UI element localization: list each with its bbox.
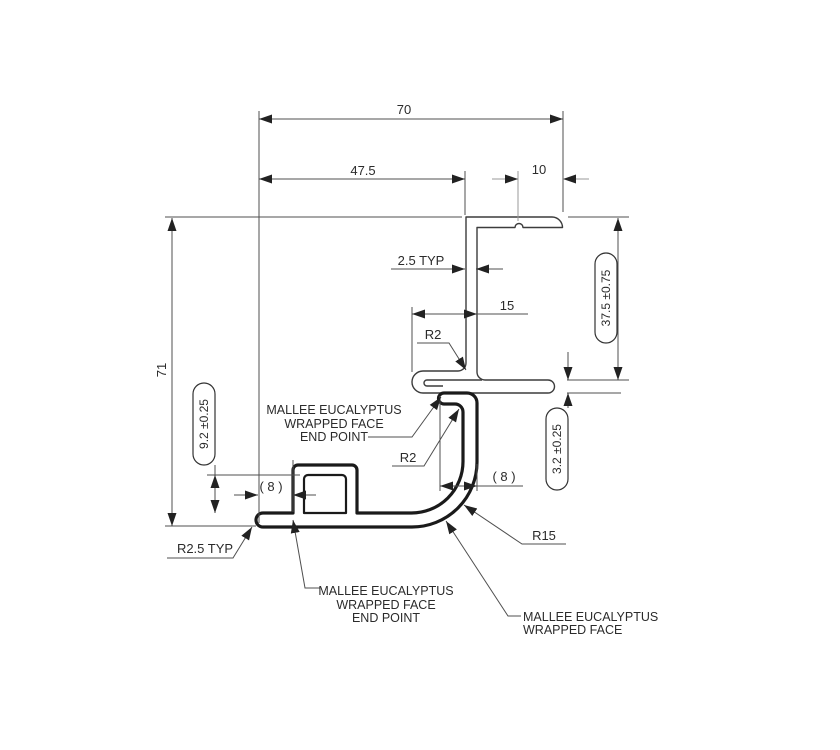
dim-lip-depth-value: 15 [500,298,514,313]
dim-lip-depth: 15 [412,298,528,319]
dim-lip-thickness-capsule [545,407,569,491]
dim-wrap-past-left: ( 8 ) [234,479,316,500]
label-wrapped-face-line2: WRAPPED FACE [523,623,622,637]
profile-top-piece [411,216,564,394]
dim-height-right-capsule [594,252,618,344]
dim-wrap-return-top-value: 10 [532,162,546,177]
dim-groove-depth-capsule [192,382,216,466]
dim-height-right-value: 37.5 ±0.75 [599,269,613,326]
dim-radius-corner-value: R15 [532,528,556,543]
label-wrapped-face: MALLEE EUCALYPTUS WRAPPED FACE [445,520,658,637]
label-top-end-point: MALLEE EUCALYPTUS WRAPPED FACE END POINT [266,396,442,444]
dim-radius-corner: R15 [463,504,566,545]
dim-overall-height-value: 71 [154,363,169,377]
top-piece-fold-inner [423,379,482,387]
dim-radius-end: R2.5 TYP [167,526,253,559]
label-bottom-end-point: MALLEE EUCALYPTUS WRAPPED FACE END POINT [290,519,454,625]
dim-wrap-past-right-value: ( 8 ) [492,469,515,484]
label-top-end-point-line1: MALLEE EUCALYPTUS [266,403,401,417]
label-bottom-end-point-line1: MALLEE EUCALYPTUS [318,584,453,598]
label-bottom-end-point-line2: WRAPPED FACE [336,598,435,612]
dim-overall-width-value: 70 [397,102,411,117]
dim-upper-width: 47.5 [259,163,465,184]
dim-upper-width-value: 47.5 [350,163,375,178]
dim-groove-depth-value: 9.2 ±0.25 [197,399,211,449]
dim-radius-step-value: R2 [400,450,417,465]
dim-height-right: 37.5 ±0.75 [594,218,623,380]
dim-wrap-past-right: ( 8 ) [440,469,523,491]
dim-radius-fold: R2 [417,327,467,371]
label-wrapped-face-line1: MALLEE EUCALYPTUS [523,610,658,624]
dim-lip-thickness-value: 3.2 ±0.25 [550,424,564,474]
profile-bottom-piece [254,391,479,529]
dim-wall-thickness: 2.5 TYP [391,253,503,274]
label-bottom-end-point-line3: END POINT [352,611,420,625]
top-piece-outline [411,216,564,394]
dim-radius-step: R2 [392,408,460,467]
dim-overall-width: 70 [259,102,563,124]
panel-groove-outline [302,473,348,515]
label-top-end-point-line2: WRAPPED FACE [284,417,383,431]
dim-wrap-past-left-value: ( 8 ) [259,479,282,494]
dim-radius-end-value: R2.5 TYP [177,541,233,556]
dim-wall-thickness-value: 2.5 TYP [398,253,445,268]
label-top-end-point-line3: END POINT [300,430,368,444]
bottom-piece-outline [254,391,479,529]
dim-overall-height: 71 [154,218,177,526]
dim-radius-fold-value: R2 [425,327,442,342]
dim-lip-thickness: 3.2 ±0.25 [545,352,573,491]
dim-groove-depth: 9.2 ±0.25 [192,382,220,513]
dim-wrap-return-top: 10 [492,162,589,184]
